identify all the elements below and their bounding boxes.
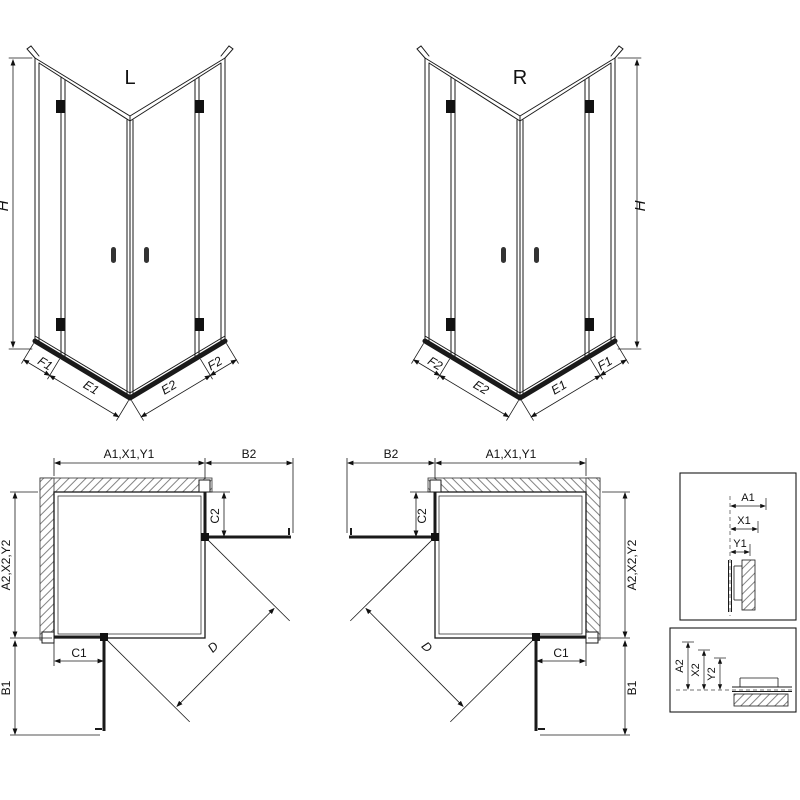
detail-box-border [679,472,797,621]
plan-left-depth-label: A2,X2,Y2 [0,539,13,590]
detail-bottom-a2-label: A2 [674,659,686,672]
plan-left-b2-label: B2 [242,447,257,461]
front-left-dim-e2-label: E2 [159,378,179,398]
front-view-left: L H F1 E1 E2 F2 [0,46,238,420]
plan-right-c1-label: C1 [553,646,569,660]
front-right-height-label: H [632,200,649,211]
detail-top-x1-label: X1 [737,515,750,527]
detail-bottom-y2-label: Y2 [706,667,718,680]
front-view-right: R H F2 E2 E1 F1 [412,46,649,420]
plan-right-b2-label: B2 [384,447,399,461]
front-left-dim-e1-label: E1 [81,378,101,398]
front-left-variant-label: L [124,67,135,89]
front-left-height-label: H [0,200,12,211]
front-left-dim-f1-label: F1 [35,354,55,374]
wall-section [741,559,756,611]
floor-section [733,693,789,707]
detail-box-border [669,627,797,713]
front-left-dim-f2-label: F2 [205,354,225,374]
detail-bottom-profile [669,627,797,713]
plan-view-left: A1,X1,Y1 B2 C2 A2,X2,Y2 C1 B1 D [0,447,293,735]
plan-left-c2-label: C2 [208,508,222,524]
front-right-dim-f1-label: F1 [595,354,615,374]
detail-bottom-x2-label: X2 [690,663,702,676]
detail-top-y1-label: Y1 [733,538,746,550]
detail-wall-profile [679,472,797,621]
plan-view-right: B2 A1,X1,Y1 C2 A2,X2,Y2 C1 B1 D [347,447,639,735]
plan-right-depth-label: A2,X2,Y2 [625,539,639,590]
front-right-variant-label: R [513,67,527,89]
detail-top-a1-label: A1 [741,492,754,504]
plan-left-width-label: A1,X1,Y1 [104,447,155,461]
front-right-dim-f2-label: F2 [425,354,445,374]
plan-right-c2-label: C2 [415,508,429,524]
plan-left-c1-label: C1 [71,646,87,660]
plan-left-b1-label: B1 [0,680,13,695]
plan-right-width-label: A1,X1,Y1 [486,447,537,461]
front-right-dim-e1-label: E1 [549,378,569,398]
front-right-dim-e2-label: E2 [471,378,491,398]
plan-right-b1-label: B1 [625,680,639,695]
